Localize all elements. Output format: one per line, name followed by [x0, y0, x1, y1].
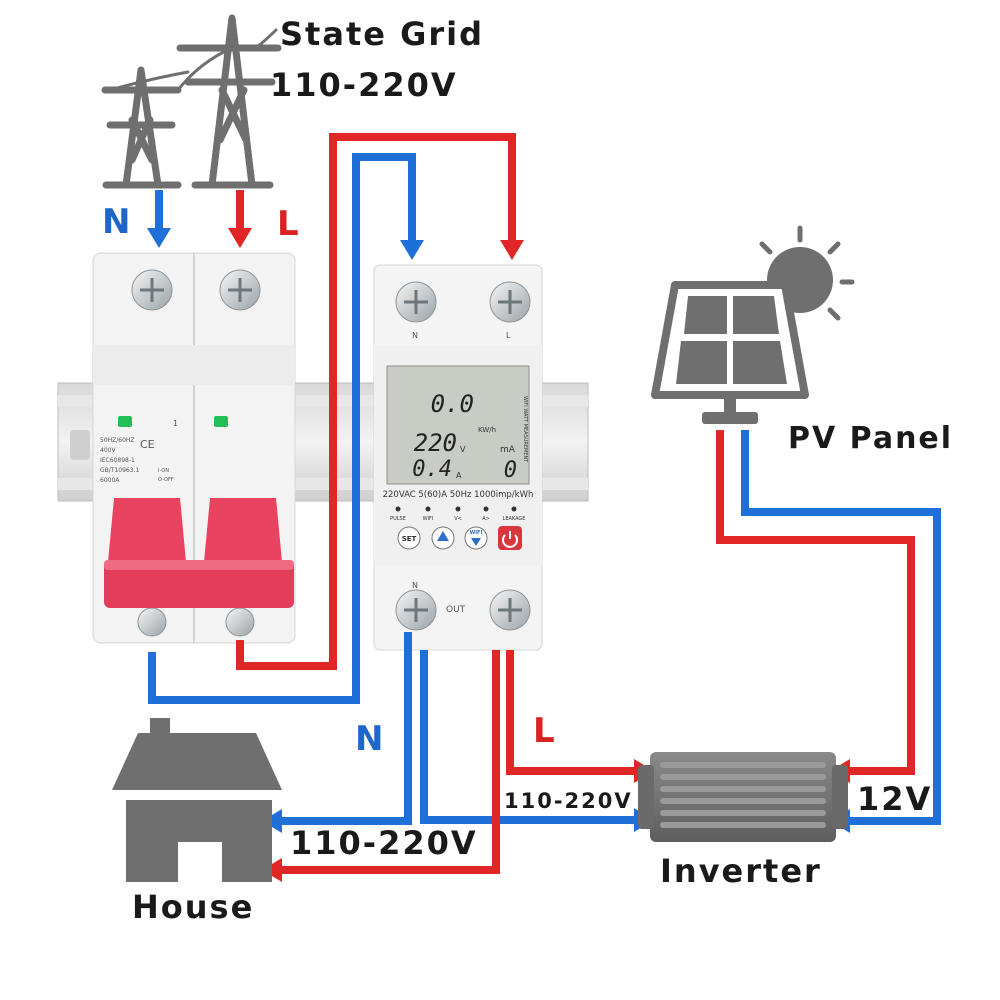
breaker-rating-1: 50HZ/60HZ	[100, 437, 135, 444]
breaker-pole-number: 1	[173, 419, 178, 428]
grid-live-arrow	[228, 228, 252, 248]
pylon-icon	[101, 14, 282, 189]
breaker-handle[interactable]	[104, 498, 294, 608]
set-button-label: SET	[402, 535, 417, 543]
breaker-screw-n-bottom	[137, 607, 167, 637]
meter-lcd: 0.0 KW/h 220 V 0.4 A mA 0 WIFI WATT MEAS…	[386, 365, 530, 485]
solar-panel-icon	[651, 281, 809, 424]
meter-indicators: PULSE WIFI V< A> LEAKAGE	[390, 506, 526, 522]
inverter-icon	[638, 752, 848, 842]
wires	[147, 133, 941, 882]
breaker-on-label: I-ON	[158, 468, 169, 474]
grid-n-label: N	[102, 202, 130, 242]
output-l-label: L	[533, 711, 555, 751]
inverter-label: Inverter	[660, 852, 822, 890]
lcd-side-text: WIFI WATT MEASUREMENT	[522, 396, 528, 463]
indicator-wifi: WIFI	[423, 516, 434, 522]
pv-to-inverter-negative-wire	[741, 430, 941, 825]
lcd-current-value: 0.4	[412, 457, 452, 482]
grid-neutral-arrow	[147, 228, 171, 248]
energy-meter: N L 0.0 KW/h 220 V 0.4 A mA 0 WIFI WATT …	[373, 264, 543, 651]
lcd-voltage-unit: V	[460, 445, 466, 454]
meter-live-in-arrow	[500, 240, 524, 260]
lcd-voltage-value: 220	[414, 429, 457, 457]
indicator-leakage: LEAKAGE	[503, 516, 526, 522]
indicator-pulse: PULSE	[390, 516, 406, 522]
breaker-rating-4: GB/T10963.1	[100, 467, 139, 474]
lcd-energy-value: 0.0	[431, 390, 474, 418]
meter-to-inverter-neutral-wire	[420, 650, 636, 824]
up-button[interactable]	[431, 526, 455, 550]
pv-panel-label: PV Panel	[788, 421, 953, 456]
power-icon	[502, 531, 518, 548]
lcd-leak-unit: mA	[500, 445, 516, 455]
pv-to-inverter-positive-wire	[716, 430, 915, 775]
meter-screw-n-bottom	[395, 589, 437, 631]
ce-mark: CE	[140, 438, 155, 451]
meter-screw-n-top	[395, 281, 437, 323]
wifi-button[interactable]: WIFI	[464, 526, 488, 550]
breaker-rating-3: IEC60898-1	[100, 457, 135, 464]
breaker-to-meter-live-wire	[236, 133, 516, 670]
dc-voltage-label: 12V	[857, 780, 932, 818]
indicator-under-voltage: V<	[454, 516, 462, 522]
lcd-energy-unit: KW/h	[478, 426, 496, 434]
house-label: House	[132, 888, 254, 926]
house-icon	[112, 718, 282, 882]
down-arrow-icon	[471, 538, 481, 546]
meter-bottom-n-label: N	[412, 581, 418, 590]
meter-bottom-out-label: OUT	[446, 605, 466, 615]
indicator-over-current: A>	[482, 516, 490, 522]
breaker-rating-5: 6000A	[100, 477, 120, 484]
power-button[interactable]	[498, 526, 522, 550]
breaker-to-meter-neutral-wire	[148, 153, 416, 704]
set-button[interactable]: SET	[397, 526, 421, 550]
grid-voltage-label: 110-220V	[270, 66, 458, 104]
meter-to-house-neutral-wire	[280, 632, 412, 825]
breaker-rating-2: 400V	[100, 447, 116, 454]
meter-to-inverter-live-wire	[506, 650, 636, 775]
meter-top-n-label: N	[412, 331, 418, 340]
grid-l-label: L	[277, 204, 299, 244]
breaker-indicator-left	[118, 416, 132, 427]
circuit-breaker: 1 50HZ/60HZ 400V IEC60898-1 GB/T10963.1 …	[92, 252, 296, 644]
up-arrow-icon	[437, 531, 449, 541]
output-n-label: N	[355, 719, 383, 759]
meter-top-l-label: L	[506, 331, 511, 340]
wifi-button-label: WIFI	[470, 530, 483, 536]
meter-spec: 220VAC 5(60)A 50Hz 1000imp/kWh	[383, 490, 534, 500]
inverter-out-voltage-label: 110-220V	[504, 789, 633, 813]
breaker-screw-n-top	[131, 269, 173, 311]
meter-screw-l-bottom	[489, 589, 531, 631]
breaker-off-label: O-OFF	[158, 477, 174, 483]
house-voltage-label: 110-220V	[290, 824, 478, 862]
lcd-current-unit: A	[456, 471, 462, 480]
breaker-indicator-right	[214, 416, 228, 427]
meter-neutral-in-arrow	[400, 240, 424, 260]
meter-screw-l-top	[489, 281, 531, 323]
breaker-screw-l-bottom	[225, 607, 255, 637]
lcd-leak-value: 0	[504, 458, 517, 483]
meter-to-house-live-wire	[280, 650, 500, 874]
state-grid-label: State Grid	[280, 15, 484, 53]
breaker-screw-l-top	[219, 269, 261, 311]
